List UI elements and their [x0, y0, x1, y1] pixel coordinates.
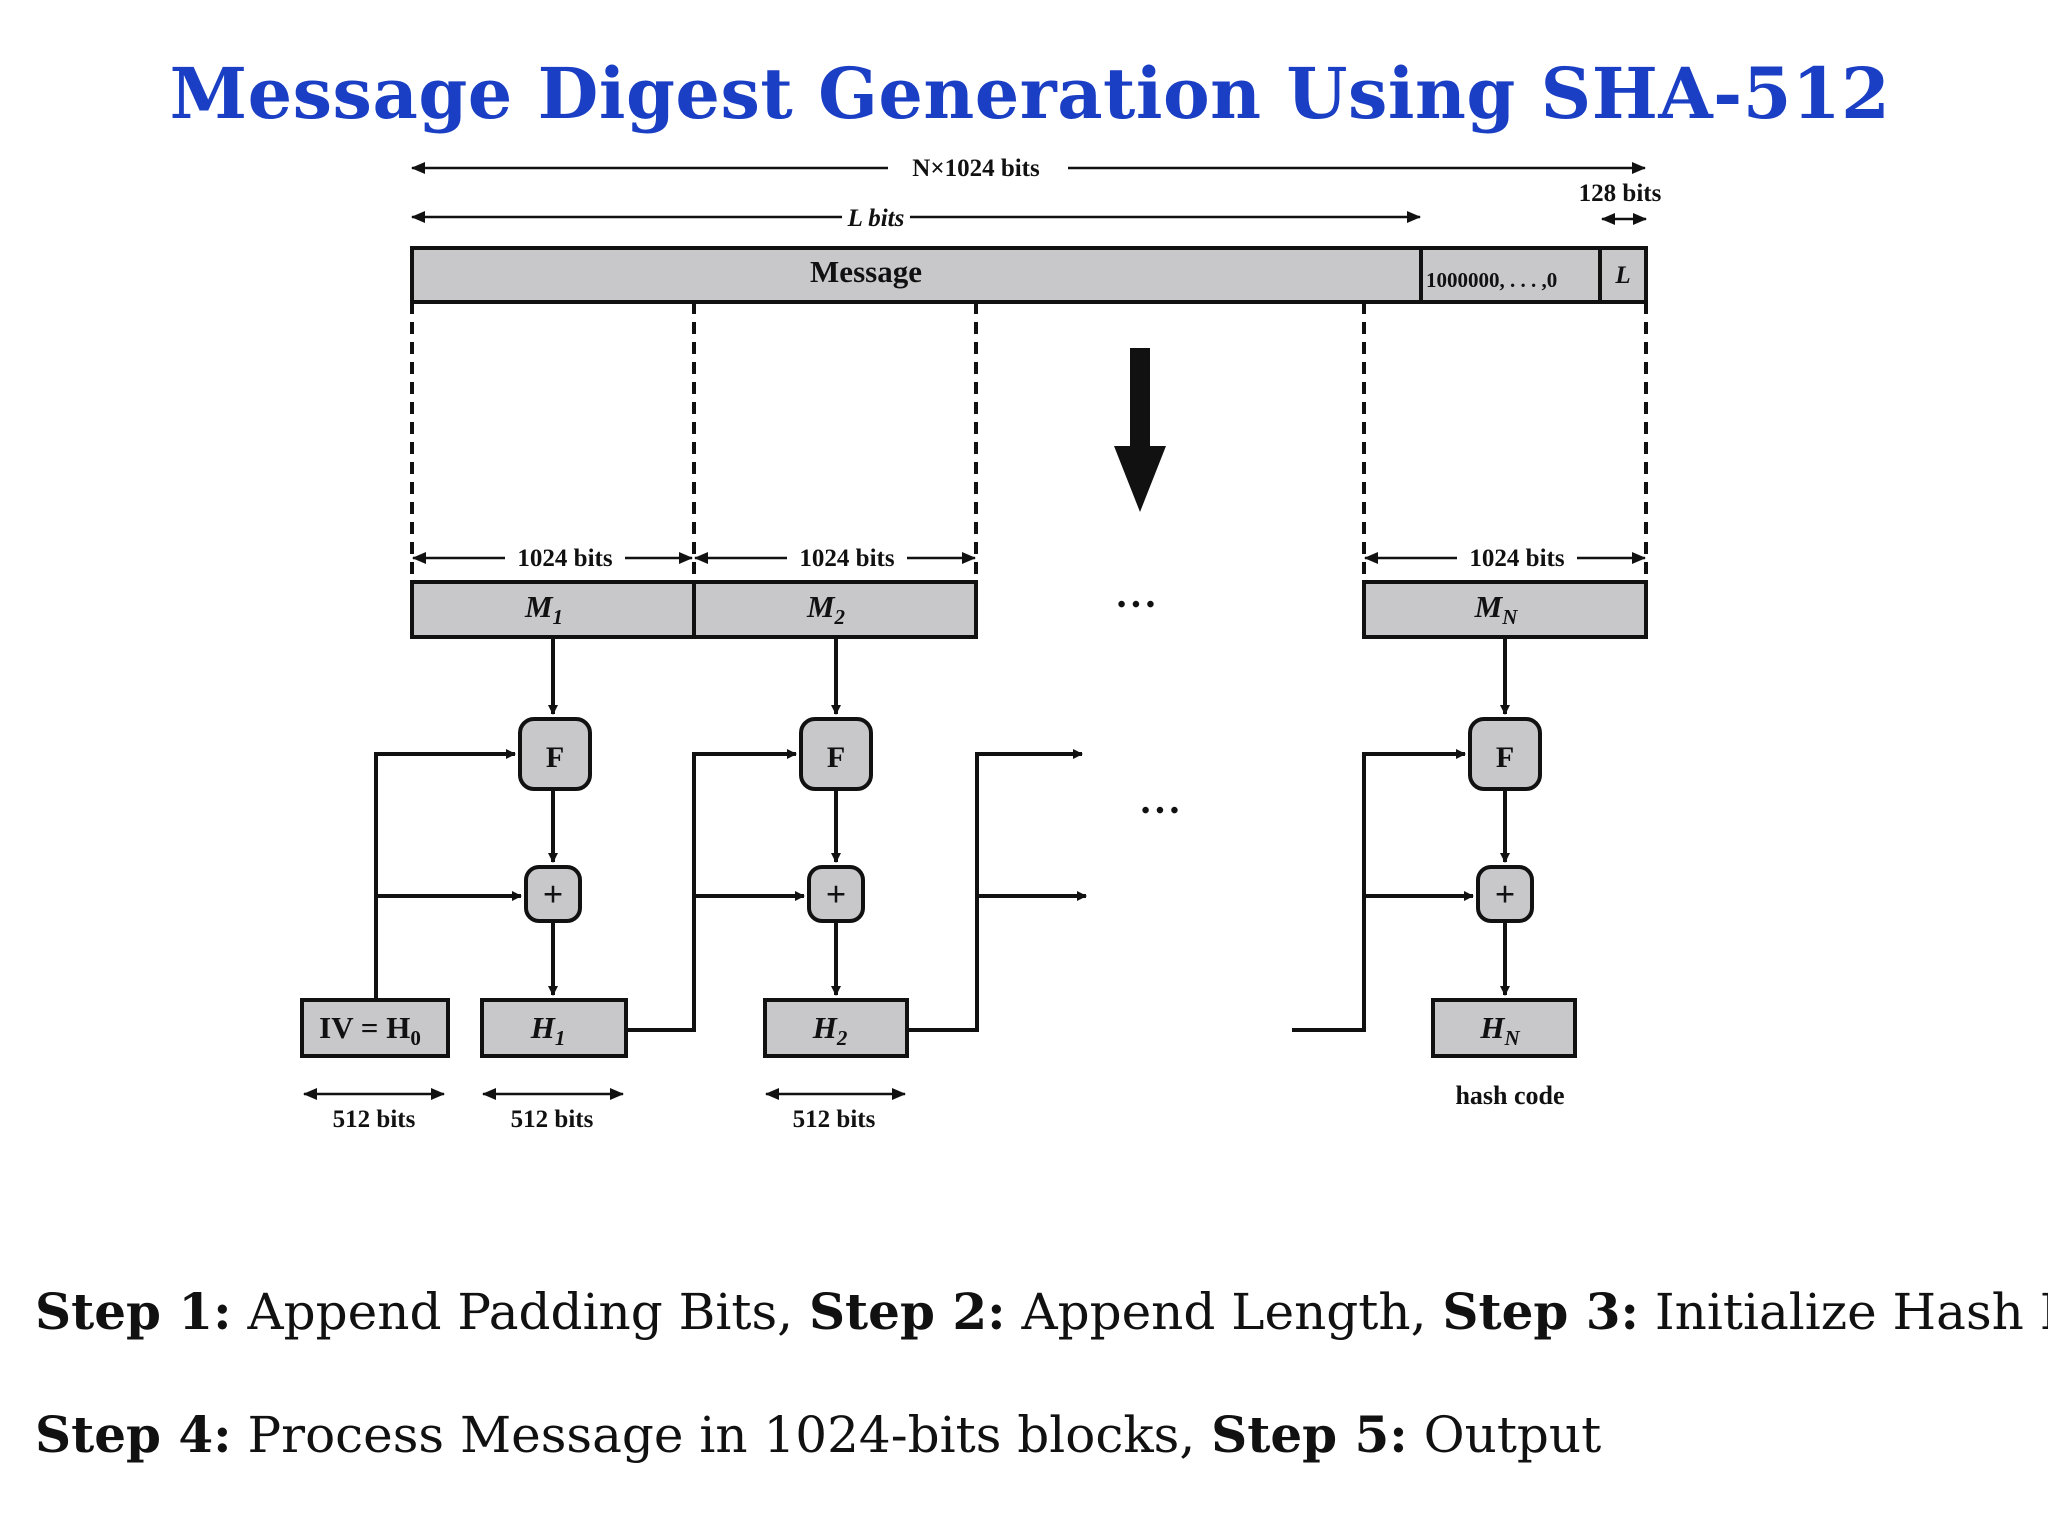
svg-text:F: F: [1496, 741, 1514, 774]
padding-label: 1000000, . . . ,0: [1426, 268, 1557, 292]
svg-text:512 bits: 512 bits: [511, 1106, 594, 1133]
svg-text:MN: MN: [1474, 589, 1519, 629]
step-text: Output: [1407, 1406, 1602, 1464]
svg-text:F: F: [546, 741, 564, 774]
block-size-label: 1024 bits: [799, 545, 894, 572]
block-dividers: [410, 302, 1648, 580]
svg-text:F: F: [827, 741, 845, 774]
hash-size-dimension-iv: 512 bits: [303, 1088, 445, 1133]
message-block-n: MN: [1362, 580, 1648, 639]
hash-size-dimension-1: 512 bits: [482, 1088, 624, 1133]
svg-text:H1: H1: [530, 1010, 566, 1050]
hash-size-dimension-2: 512 bits: [765, 1088, 906, 1133]
block-size-label: 1024 bits: [1469, 545, 1564, 572]
svg-text:M1: M1: [524, 589, 563, 629]
svg-text:M2: M2: [806, 589, 846, 629]
step-text: Process Message in 1024-bits blocks,: [231, 1406, 1212, 1464]
hash-box-n: HN: [1431, 998, 1577, 1058]
output-label: hash code: [1455, 1081, 1564, 1110]
steps-line-1: Step 1: Append Padding Bits, Step 2: App…: [35, 1282, 2048, 1341]
svg-text:+: +: [543, 874, 564, 914]
step-label: Step 3:: [1442, 1282, 1640, 1341]
svg-text:HN: HN: [1479, 1010, 1520, 1050]
rounds-ellipsis: • • •: [1141, 798, 1178, 824]
step-label: Step 2:: [808, 1282, 1006, 1341]
svg-text:+: +: [826, 874, 847, 914]
page-title: Message Digest Generation Using SHA-512: [169, 52, 1891, 135]
message-length-dimension: L bits: [411, 205, 1421, 232]
svg-text:512 bits: 512 bits: [793, 1106, 876, 1133]
big-down-arrow-icon: [1114, 348, 1166, 512]
compression-function-n: F: [1468, 717, 1542, 791]
adder-1: +: [524, 865, 582, 923]
block-size-dimension-n: 1024 bits: [1364, 545, 1646, 572]
total-length-dimension: N×1024 bits: [411, 155, 1646, 182]
svg-text:512 bits: 512 bits: [333, 1106, 416, 1133]
block-size-label: 1024 bits: [517, 545, 612, 572]
message-length-label: L bits: [847, 205, 905, 232]
adder-n: +: [1476, 865, 1534, 923]
compression-function-1: F: [518, 717, 592, 791]
message-block-2: M2: [692, 580, 978, 639]
compression-function-2: F: [799, 717, 873, 791]
sha512-diagram: N×1024 bits L bits 128 bits Message 1000…: [300, 155, 1662, 1133]
step-text: Append Padding Bits,: [231, 1283, 809, 1341]
svg-text:+: +: [1495, 874, 1516, 914]
step-label: Step 1:: [35, 1282, 232, 1341]
step-label: Step 5:: [1211, 1405, 1408, 1464]
message-block-1: M1: [410, 580, 696, 639]
message-bar: Message 1000000, . . . ,0 L: [410, 246, 1648, 304]
hash-box-2: H2: [763, 998, 909, 1058]
iv-box: IV = H0: [300, 998, 450, 1058]
block-size-dimension-1: 1024 bits: [412, 545, 693, 572]
message-label: Message: [810, 254, 922, 289]
steps-line-2: Step 4: Process Message in 1024-bits blo…: [35, 1405, 1601, 1464]
length-field-size-label: 128 bits: [1579, 180, 1662, 207]
total-length-label: N×1024 bits: [912, 155, 1040, 182]
block-size-dimension-2: 1024 bits: [694, 545, 976, 572]
adder-2: +: [807, 865, 865, 923]
hash-box-1: H1: [480, 998, 628, 1058]
step-text: Append Length,: [1005, 1283, 1443, 1341]
length-field-label: L: [1614, 262, 1630, 289]
svg-text:H2: H2: [812, 1010, 848, 1050]
blocks-ellipsis: • • •: [1117, 592, 1154, 618]
step-text: Initialize Hash Buffer: [1654, 1283, 2048, 1341]
svg-text:IV = H0: IV = H0: [319, 1010, 421, 1050]
step-label: Step 4:: [35, 1405, 232, 1464]
length-field-dimension: 128 bits: [1579, 180, 1662, 225]
